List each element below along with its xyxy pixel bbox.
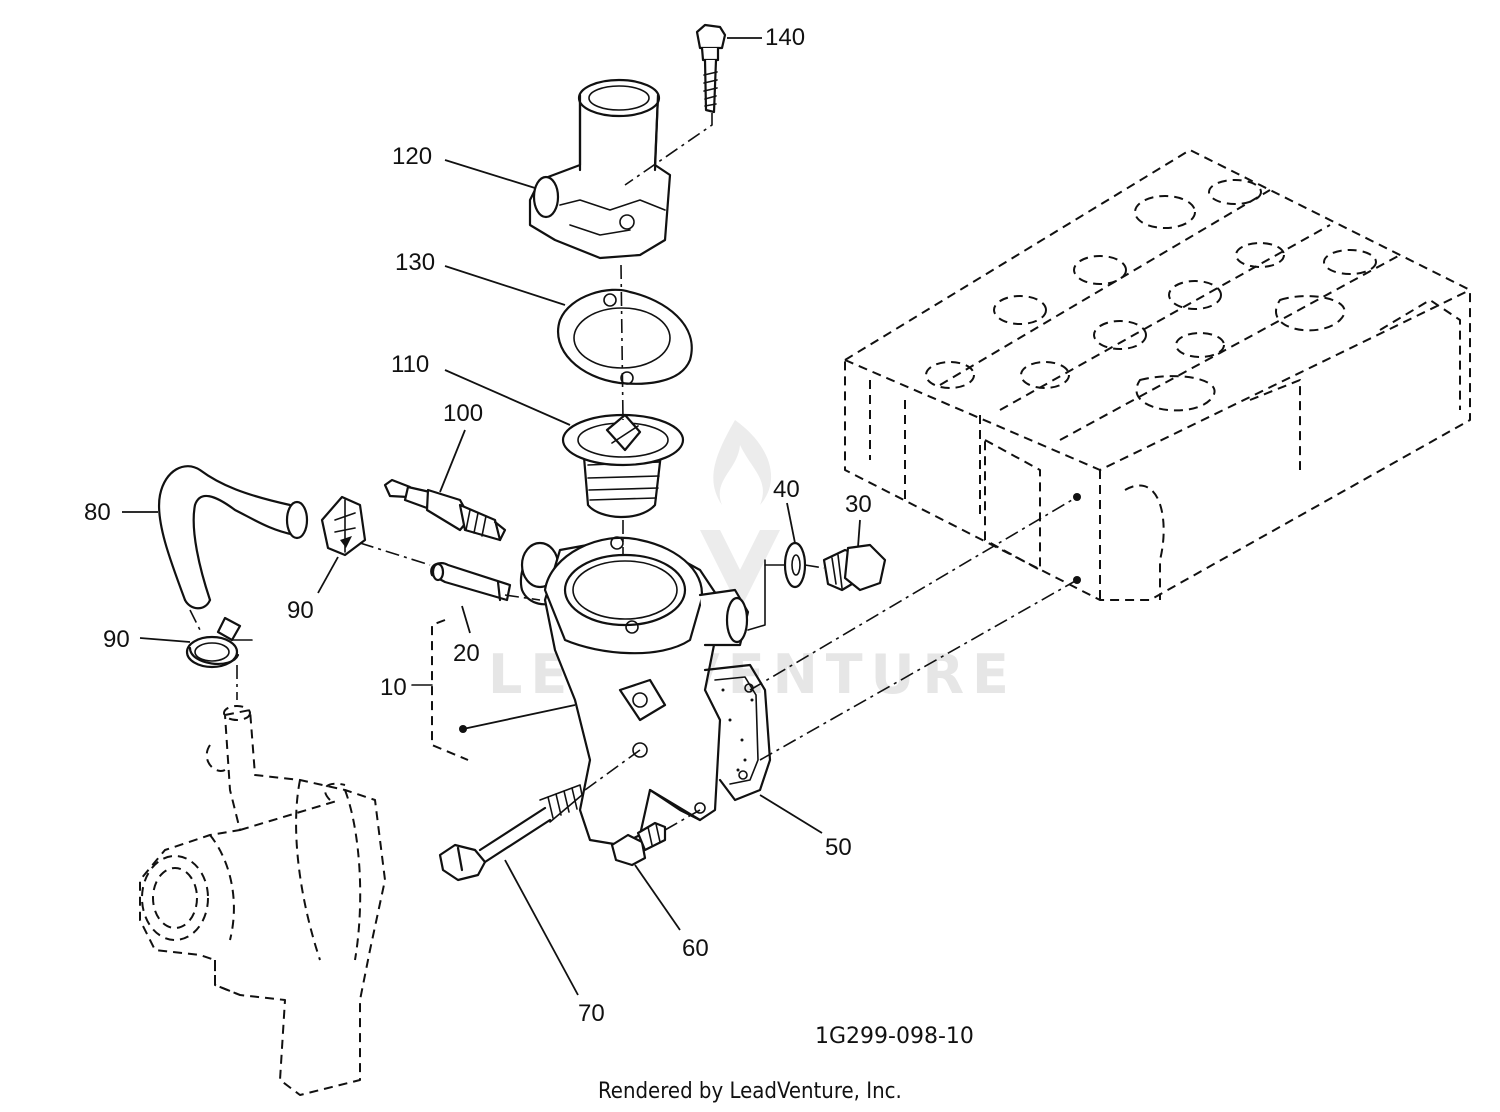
callout-40: 40	[773, 476, 800, 503]
footer-credit: Rendered by LeadVenture, Inc.	[598, 1079, 902, 1104]
callout-10: 10	[380, 674, 407, 701]
thermostat-housing	[519, 536, 772, 847]
drain-plug-60	[610, 821, 667, 867]
callout-90-upper: 90	[287, 597, 314, 624]
callout-120: 120	[392, 143, 432, 170]
callout-130: 130	[395, 249, 435, 276]
callout-80: 80	[84, 499, 111, 526]
callout-100: 100	[443, 400, 483, 427]
assembly-lines	[189, 113, 1078, 831]
figure-id: 1G299-098-10	[815, 1024, 974, 1049]
callout-50: 50	[825, 834, 852, 861]
bypass-hose	[158, 465, 309, 610]
callout-70: 70	[578, 1000, 605, 1027]
callout-90-lower: 90	[103, 626, 130, 653]
thermostat	[561, 413, 685, 519]
bolt-140	[695, 23, 727, 114]
bolt-70	[438, 784, 583, 882]
washer-40	[783, 541, 807, 589]
water-outlet-flange	[528, 78, 672, 260]
engine-block	[844, 149, 1471, 601]
temperature-sensor	[383, 478, 507, 542]
plug-30	[822, 543, 887, 592]
callout-140: 140	[765, 24, 805, 51]
thermostat-gasket	[557, 288, 693, 385]
bypass-pipe	[430, 561, 512, 602]
callout-20: 20	[453, 640, 480, 667]
hose-clamp-lower	[185, 616, 253, 669]
callout-30: 30	[845, 491, 872, 518]
callout-110: 110	[391, 351, 429, 378]
callout-labels: 140 120 130 110 100 80 90 90 20 10 40 30…	[84, 24, 872, 1027]
hose-clamp-upper	[320, 495, 367, 557]
leader-lines	[122, 37, 861, 996]
water-pump	[139, 705, 386, 1096]
callout-60: 60	[682, 935, 709, 962]
